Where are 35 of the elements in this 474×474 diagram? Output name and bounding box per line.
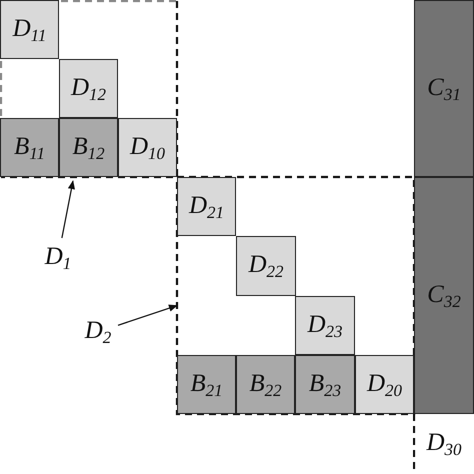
block-label: B$_{22}$ (249, 370, 282, 398)
matrix-block (0, 0, 59, 59)
block-label: B$_{23}$ (308, 370, 342, 398)
block-label: D$_{11}$ (12, 16, 46, 44)
matrix-block (59, 118, 118, 177)
block-label: B$_{21}$ (190, 370, 223, 398)
block-label: B$_{12}$ (72, 134, 105, 162)
block-label: D$_{22}$ (248, 252, 284, 280)
block-label: D$_{21}$ (188, 192, 224, 220)
matrix-block (355, 355, 414, 414)
block-label: D$_{1}$ (44, 244, 72, 272)
matrix-block (236, 355, 295, 414)
matrix-block (0, 118, 59, 177)
block-label: B$_{11}$ (14, 134, 46, 162)
block-label: D$_{12}$ (70, 74, 106, 102)
matrix-block (236, 236, 296, 296)
leader-arrow (61, 180, 75, 238)
matrix-block (59, 59, 118, 118)
matrix-block (295, 355, 355, 414)
block-label: D$_{23}$ (307, 312, 343, 340)
matrix-block (414, 177, 474, 414)
block-label: D$_{30}$ (426, 430, 462, 458)
block-label: D$_{10}$ (130, 134, 166, 162)
block-label: C$_{31}$ (427, 74, 461, 102)
block-label: D$_{20}$ (366, 370, 402, 398)
matrix-block (118, 118, 177, 177)
dashed-block-outline (0, 0, 178, 178)
matrix-block (414, 0, 474, 177)
block-label: D$_{2}$ (84, 318, 112, 346)
matrix-block (177, 355, 236, 414)
matrix-block (177, 177, 236, 236)
leader-arrow (118, 304, 178, 326)
matrix-block (295, 296, 355, 355)
dashed-block-outline (177, 177, 415, 415)
block-label: C$_{32}$ (427, 282, 461, 310)
